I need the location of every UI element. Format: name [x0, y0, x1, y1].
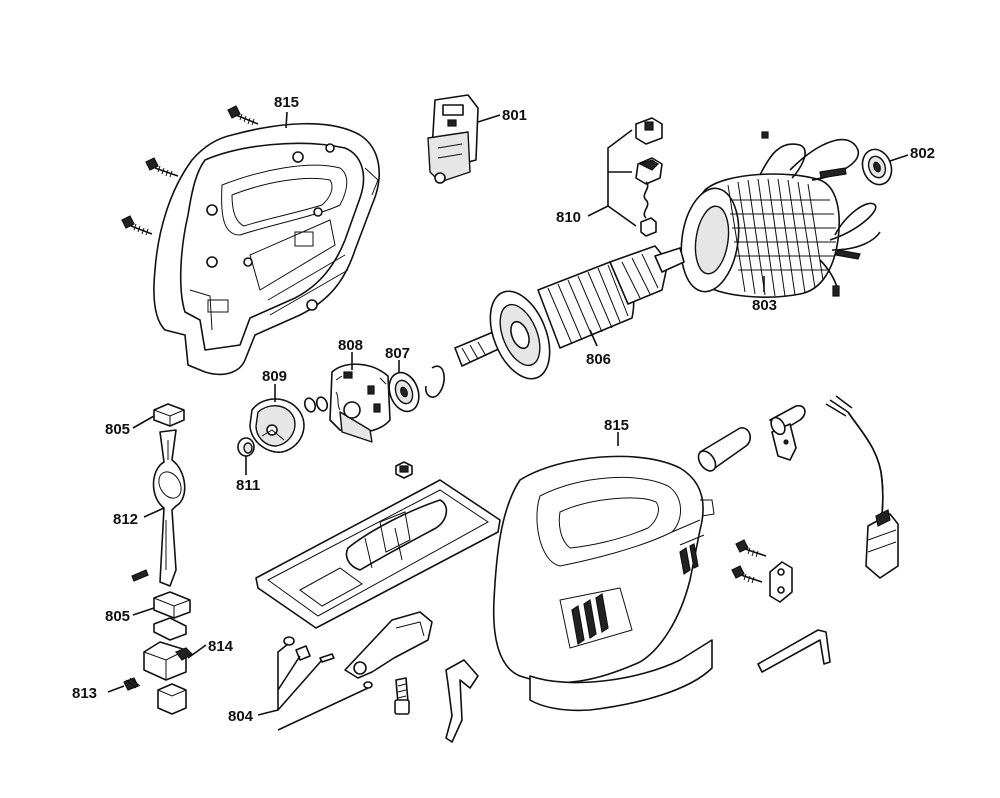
screw-813 — [123, 677, 141, 691]
housing-half-left — [153, 122, 380, 376]
block-805-upper — [153, 403, 185, 427]
label-803: 803 — [752, 297, 777, 314]
screw-bottom — [121, 215, 153, 236]
blade-holder — [769, 404, 806, 461]
guide-bracket — [445, 659, 479, 743]
hex-key — [757, 629, 831, 673]
armature-rotor — [454, 245, 685, 380]
pin — [131, 569, 149, 582]
block-814 — [143, 641, 193, 715]
shoe-lever — [344, 611, 433, 679]
gear-809 — [249, 398, 305, 453]
field-stator — [680, 131, 881, 298]
label-802: 802 — [910, 145, 935, 162]
screw-top — [227, 105, 259, 126]
label-810: 810 — [556, 209, 581, 226]
label-805-lower: 805 — [105, 608, 130, 625]
label-811: 811 — [236, 477, 260, 494]
housing-half-right — [492, 455, 715, 712]
gear-bracket-808 — [329, 363, 391, 443]
label-815-lower: 815 — [604, 417, 629, 434]
circlip — [424, 365, 445, 398]
small-hardware — [283, 636, 410, 715]
label-813: 813 — [72, 685, 97, 702]
cable-clamp — [769, 561, 793, 603]
label-812: 812 — [113, 511, 138, 528]
label-808: 808 — [338, 337, 363, 354]
screw-right-1 — [735, 539, 767, 558]
nut — [395, 461, 413, 479]
screw-right-2 — [731, 565, 763, 584]
label-804: 804 — [228, 708, 254, 725]
roller-811 — [237, 437, 255, 457]
label-801: 801 — [502, 107, 527, 124]
label-814: 814 — [208, 638, 234, 655]
brush-holder-parts — [635, 117, 663, 237]
leader-lines — [107, 111, 909, 731]
block-805-lower — [153, 591, 191, 641]
bearing-802 — [861, 148, 893, 186]
label-815-upper: 815 — [274, 94, 299, 111]
power-cord — [825, 395, 899, 579]
switch-part — [427, 94, 479, 184]
bearing-807 — [388, 371, 420, 413]
base-plate — [255, 479, 501, 629]
dust-tube — [697, 427, 752, 472]
label-805-upper: 805 — [105, 421, 130, 438]
plunger-rod-812 — [152, 429, 186, 587]
label-807: 807 — [385, 345, 410, 362]
label-809: 809 — [262, 368, 287, 385]
washers — [303, 396, 329, 413]
screw-middle — [145, 157, 179, 178]
label-806: 806 — [586, 351, 611, 368]
